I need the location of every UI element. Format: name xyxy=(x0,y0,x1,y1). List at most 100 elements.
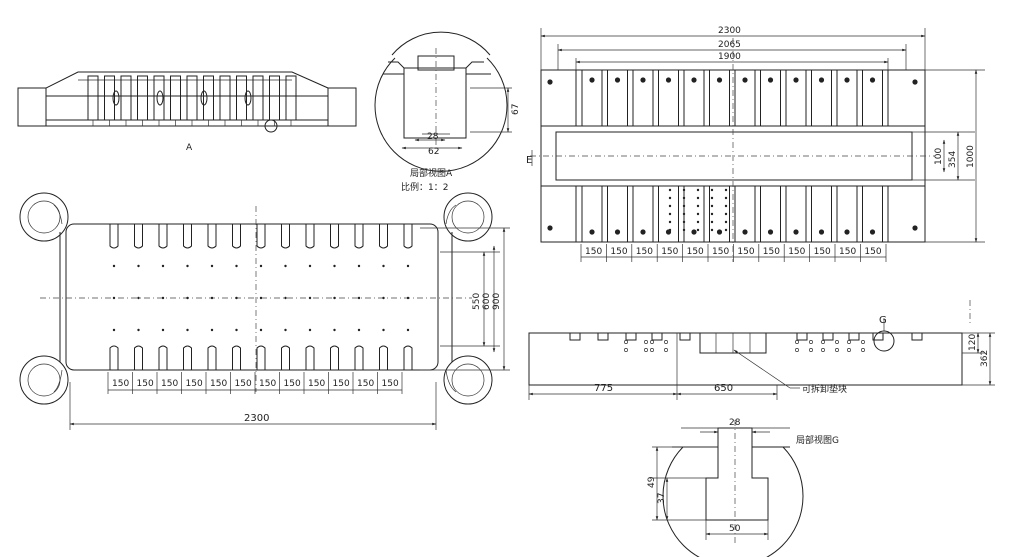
plan-slot-top xyxy=(281,224,290,249)
tr-upper-block xyxy=(862,69,883,127)
plan-slot-top xyxy=(232,224,241,249)
plan-dot xyxy=(406,328,410,332)
plan-slot-top xyxy=(305,224,315,249)
side-notch xyxy=(848,333,860,341)
detail-a-dim-62: 62 xyxy=(428,147,439,157)
tr-bolt-hole xyxy=(665,77,672,83)
tr-bolt-hole xyxy=(818,229,825,235)
front-rib xyxy=(137,75,148,121)
plan-dot xyxy=(112,328,116,332)
side-hole xyxy=(835,340,839,344)
tr-pin-hole xyxy=(724,220,728,224)
side-hole xyxy=(861,340,865,344)
plan-dot xyxy=(357,328,361,332)
plan-dot xyxy=(382,296,385,300)
tr-pitch-label: 150 xyxy=(610,247,627,257)
tr-upper-block xyxy=(811,69,832,127)
plan-slot-bottom xyxy=(158,345,168,370)
tr-pin-hole xyxy=(682,196,686,200)
tr-bolt-hole xyxy=(547,79,553,85)
tr-pin-hole xyxy=(710,188,714,192)
tr-pitch-label: 150 xyxy=(687,247,704,257)
plan-dot xyxy=(333,296,336,300)
plan-pitch-label: 150 xyxy=(235,379,252,389)
tr-bolt-hole xyxy=(589,77,595,83)
tr-upper-block xyxy=(836,69,858,127)
plan-dot xyxy=(406,296,410,300)
side-notch xyxy=(569,333,581,341)
front-rib xyxy=(186,75,198,121)
plan-pitch-label: 150 xyxy=(112,379,129,389)
plan-pitch-label: 150 xyxy=(161,379,178,389)
tr-lower-block xyxy=(709,185,730,243)
tr-bolt-hole xyxy=(614,77,621,83)
plan-dot xyxy=(161,296,165,300)
plan-pitch-label: 150 xyxy=(210,379,227,389)
tr-bolt-hole xyxy=(640,77,646,83)
tr-bolt-hole xyxy=(691,77,697,83)
plan-dot xyxy=(161,328,165,332)
tr-dim-1900: 1900 xyxy=(718,52,741,62)
plan-slot-top xyxy=(330,224,339,249)
front-rib xyxy=(120,75,132,121)
plan-dim-550: 550 xyxy=(472,293,482,310)
plan-dot xyxy=(235,328,238,332)
top-right-block-group xyxy=(581,69,883,243)
tr-upper-block xyxy=(734,69,756,127)
front-rib xyxy=(285,75,297,121)
tr-bolt-hole xyxy=(589,229,595,235)
side-hole xyxy=(809,340,813,344)
tr-pin-hole xyxy=(724,204,728,208)
plan-slot-bottom xyxy=(232,345,241,370)
side-hole xyxy=(795,340,799,344)
plan-dot xyxy=(357,264,361,268)
side-notch-group xyxy=(569,333,923,341)
side-hole xyxy=(821,340,825,344)
plan-dot xyxy=(112,264,116,268)
plan-dot xyxy=(137,328,140,332)
plan-dim-900: 900 xyxy=(492,293,502,310)
plan-pitch-label: 150 xyxy=(186,379,203,389)
tr-upper-block xyxy=(658,69,679,127)
side-notch xyxy=(625,333,637,341)
plan-pitch-label: 150 xyxy=(259,379,276,389)
tr-bolt-hole xyxy=(869,77,876,83)
detail-g-title: 局部视图G xyxy=(796,434,839,446)
tr-bolt-hole xyxy=(793,229,799,235)
tr-dim-2065: 2065 xyxy=(718,40,741,50)
tr-pin-hole xyxy=(710,196,714,200)
side-note-removable-pad: 可拆卸垫块 xyxy=(802,383,847,395)
plan-slot-bottom xyxy=(403,345,413,370)
plan-dot xyxy=(235,264,238,268)
detail-a-view: 67 28 62 局部视图A 比例：1：2 xyxy=(374,31,521,193)
plan-dot xyxy=(308,328,312,332)
tr-lower-block xyxy=(760,185,781,243)
side-dim-120: 120 xyxy=(968,334,978,351)
side-dim-650: 650 xyxy=(714,383,733,394)
side-notch xyxy=(679,333,691,341)
tr-dim-1000: 1000 xyxy=(966,145,976,168)
plan-pitch-label: 150 xyxy=(308,379,325,389)
front-view: A xyxy=(17,71,357,153)
plan-dot xyxy=(308,264,312,268)
side-notch xyxy=(597,333,609,341)
tr-pin-hole xyxy=(682,212,686,216)
front-rib xyxy=(269,75,280,121)
plan-dot xyxy=(382,264,385,268)
tr-pin-hole xyxy=(724,212,728,216)
tr-bolt-hole xyxy=(844,77,850,83)
tr-pin-hole xyxy=(696,228,700,232)
tr-lower-block xyxy=(785,185,807,243)
side-hole xyxy=(835,348,839,352)
tr-pitch-label: 150 xyxy=(864,247,881,257)
side-hole xyxy=(795,348,799,352)
front-rib xyxy=(219,75,231,121)
plan-slot-bottom xyxy=(207,345,217,370)
tr-pin-hole xyxy=(682,204,686,208)
tr-lower-block xyxy=(836,185,858,243)
plan-dot xyxy=(186,328,189,332)
tr-marker-e: E xyxy=(526,155,532,166)
